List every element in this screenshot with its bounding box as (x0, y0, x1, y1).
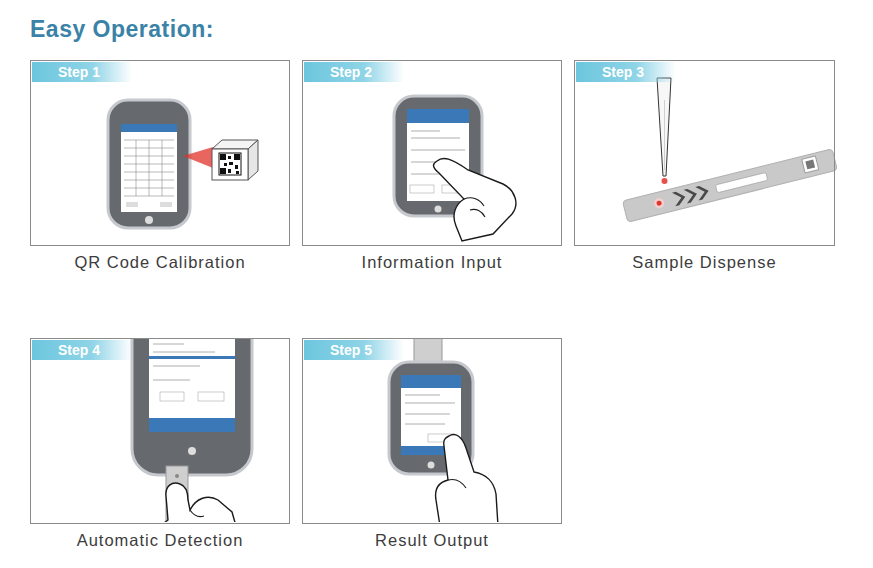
reagent-box (212, 140, 258, 180)
step-caption: Automatic Detection (31, 531, 289, 550)
step-caption: Information Input (303, 253, 561, 272)
page-title: Easy Operation: (30, 16, 214, 43)
step-tab: Step 1 (32, 62, 132, 82)
step-panel: Step 2Information Input (302, 60, 562, 246)
step-caption: QR Code Calibration (31, 253, 289, 272)
test-strip (622, 149, 837, 223)
step-tab: Step 2 (304, 62, 404, 82)
pointing-hand (433, 158, 515, 241)
scan-beam (183, 147, 213, 168)
pipette-tip (657, 78, 671, 184)
step-panel: Step 3Sample Dispense (574, 60, 835, 246)
step-tab: Step 5 (304, 340, 404, 360)
step-tab: Step 3 (576, 62, 676, 82)
step-panel: Step 4Automatic Detection (30, 338, 290, 524)
step-caption: Sample Dispense (575, 253, 834, 272)
analyzer-device (132, 339, 252, 522)
step-panel: Step 5Result Output (302, 338, 562, 524)
step-tab: Step 4 (32, 340, 132, 360)
step-caption: Result Output (303, 531, 561, 550)
step-panel: Step 1QR Code Calibration (30, 60, 290, 246)
analyzer-device (108, 100, 190, 228)
analyzer-device (389, 339, 498, 522)
